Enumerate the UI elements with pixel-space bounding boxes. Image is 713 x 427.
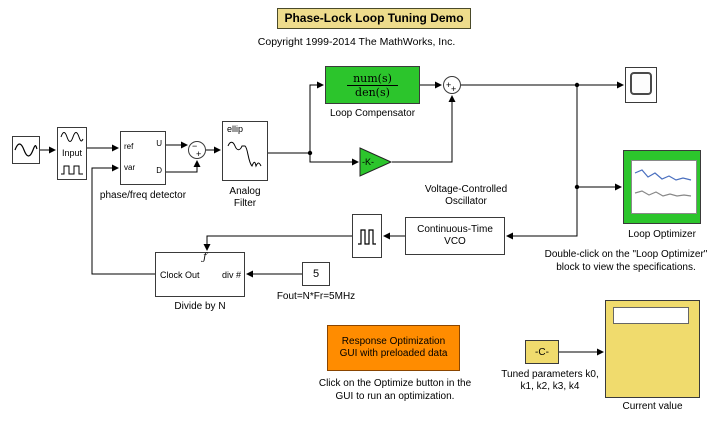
- response-optimization-gui-block[interactable]: Response Optimization GUI with preloaded…: [327, 325, 460, 371]
- divide-by-n-label: Divide by N: [174, 301, 226, 312]
- gain-value: -K-: [362, 157, 374, 167]
- loop-compensator-label: Loop Compensator: [329, 108, 416, 119]
- port-d-label: D: [156, 166, 162, 175]
- input-label: Input: [61, 148, 83, 158]
- continuous-time-vco-block[interactable]: Continuous-Time VCO: [405, 217, 505, 255]
- current-value-display-block[interactable]: [605, 300, 700, 398]
- sum-block-output[interactable]: + +: [443, 76, 461, 94]
- model-title-annotation: Phase-Lock Loop Tuning Demo: [277, 8, 471, 29]
- branch-dot: [574, 82, 580, 88]
- vco-output-scope-block[interactable]: [352, 214, 382, 258]
- analog-filter-block[interactable]: ellip: [222, 121, 268, 181]
- branch-dot: [574, 184, 580, 190]
- square-wave-icon: [358, 229, 376, 245]
- optimizer-note: Double-click on the "Loop Optimizer" blo…: [544, 249, 708, 273]
- value-display-field: [613, 307, 689, 324]
- sum-block-detector[interactable]: − +: [188, 141, 206, 159]
- square-wave-icon: [61, 165, 83, 175]
- port-var-label: var: [124, 163, 136, 172]
- plus-sign: +: [196, 149, 202, 159]
- transfer-fn-denominator: den(s): [355, 85, 390, 99]
- plus-sign: +: [451, 84, 457, 94]
- div-n-port-label: div #: [221, 269, 241, 280]
- optimizer-plot-icon: [631, 160, 697, 214]
- filter-response-icon: [227, 141, 262, 168]
- port-u-label: U: [156, 139, 162, 148]
- loop-optimizer-label: Loop Optimizer: [628, 229, 696, 240]
- vco-annotation: Voltage-Controlled Oscillator: [424, 184, 508, 207]
- scope-screen-icon: [630, 72, 652, 95]
- minus-sign: −: [192, 141, 198, 151]
- copyright-annotation: Copyright 1999-2014 The MathWorks, Inc.: [257, 36, 456, 48]
- filter-type-text: ellip: [227, 124, 244, 134]
- sine-wave-icon: [14, 143, 38, 157]
- phase-freq-detector-label: phase/freq detector: [99, 190, 187, 201]
- tuned-parameters-caption: Tuned parameters k0, k1, k2, k3, k4: [501, 369, 599, 392]
- current-value-label: Current value: [622, 401, 683, 412]
- transfer-fn-numerator: num(s): [347, 72, 398, 86]
- fout-caption: Fout=N*Fr=5MHz: [276, 291, 356, 302]
- trigger-icon: ƒ: [203, 252, 207, 263]
- clock-out-port-label: Clock Out: [160, 269, 200, 280]
- transfer-function: num(s) den(s): [347, 72, 398, 99]
- divide-by-n-block[interactable]: ƒ Clock Out div #: [155, 252, 245, 297]
- input-scope-block[interactable]: Input: [57, 127, 87, 180]
- gui-note: Click on the Optimize button in the GUI …: [318, 378, 472, 402]
- analog-filter-label: Analog Filter: [229, 186, 261, 209]
- tuned-parameters-constant-block[interactable]: -C-: [525, 340, 559, 364]
- divider-ratio-constant-block[interactable]: 5: [302, 262, 330, 286]
- loop-optimizer-block[interactable]: [623, 150, 701, 224]
- scope-block[interactable]: [625, 67, 657, 103]
- sine-wave-source-block[interactable]: [12, 136, 40, 164]
- branch-dot: [307, 150, 313, 156]
- port-ref-label: ref: [124, 142, 134, 151]
- gain-block[interactable]: -K-: [359, 147, 393, 177]
- phase-freq-detector-block[interactable]: ref var U D: [120, 131, 166, 185]
- plus-sign: +: [446, 80, 452, 90]
- sine-wave-icon: [60, 132, 84, 142]
- loop-compensator-block[interactable]: num(s) den(s): [325, 66, 420, 104]
